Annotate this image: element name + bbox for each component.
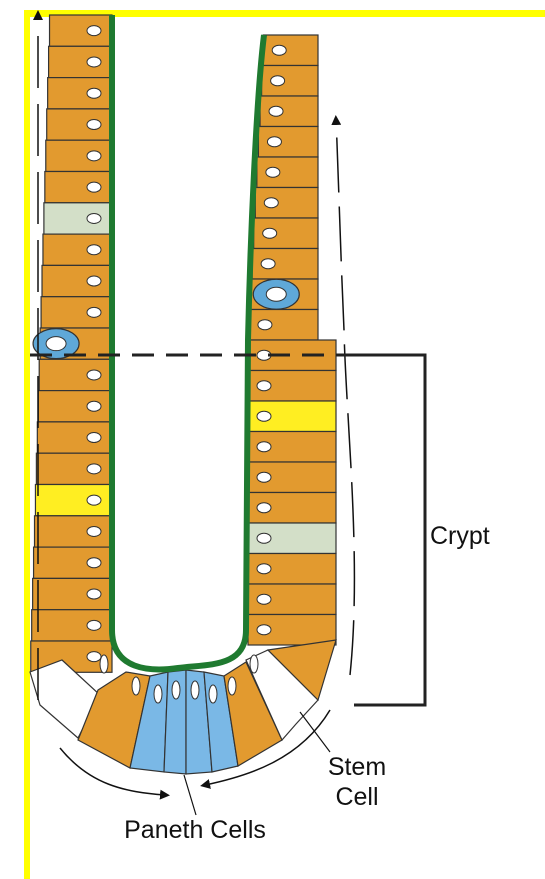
- paneth-granule: [191, 681, 199, 699]
- cell-nucleus: [87, 182, 101, 192]
- tuft-cell: [44, 203, 112, 234]
- paneth-pointer-line: [184, 775, 196, 815]
- cell-nucleus: [257, 411, 271, 421]
- cell-nucleus: [87, 464, 101, 474]
- stem-label-line1: Stem: [312, 752, 402, 782]
- cell-nucleus: [87, 526, 101, 536]
- right-cell-column: [248, 35, 336, 645]
- left-cell-column: [31, 15, 112, 672]
- stem-cell-label: Stem Cell: [312, 752, 402, 812]
- cell-nucleus: [257, 533, 271, 543]
- cell-nucleus: [257, 442, 271, 452]
- cell-nucleus: [87, 652, 101, 662]
- cell-nucleus: [87, 57, 101, 67]
- enterocyte-cell: [49, 46, 112, 77]
- paneth-granule: [132, 677, 140, 695]
- cell-nucleus: [87, 307, 101, 317]
- cell-nucleus: [266, 167, 280, 177]
- cell-nucleus: [257, 472, 271, 482]
- paneth-cells-label: Paneth Cells: [95, 815, 295, 845]
- cell-nucleus: [261, 259, 275, 269]
- cell-nucleus: [87, 495, 101, 505]
- paneth-granule: [172, 681, 180, 699]
- paneth-granule: [228, 677, 236, 695]
- enterocyte-cell: [50, 15, 112, 46]
- crypt-label: Crypt: [430, 521, 530, 551]
- cell-nucleus: [257, 381, 271, 391]
- stem-label-line2: Cell: [312, 782, 402, 812]
- goblet-cell-nucleus: [266, 287, 286, 301]
- right-upward-arrow: [336, 120, 354, 675]
- crypt-bracket-line: [352, 355, 425, 705]
- lumen-lining: [112, 15, 264, 669]
- paneth-granule: [250, 655, 258, 673]
- enterocyte-cell: [46, 140, 112, 171]
- cell-nucleus: [263, 228, 277, 238]
- cell-nucleus: [267, 137, 281, 147]
- cell-nucleus: [87, 151, 101, 161]
- enterocyte-cell: [263, 35, 318, 66]
- cell-nucleus: [269, 106, 283, 116]
- paneth-granule: [209, 685, 217, 703]
- enterocyte-cell: [45, 172, 112, 203]
- cell-nucleus: [258, 320, 272, 330]
- paneth-granule: [100, 655, 108, 673]
- enterocyte-cell: [43, 234, 112, 265]
- enterocyte-cell: [262, 66, 318, 97]
- cell-nucleus: [87, 433, 101, 443]
- cell-nucleus: [87, 620, 101, 630]
- cell-nucleus: [87, 26, 101, 36]
- cell-nucleus: [87, 370, 101, 380]
- cell-nucleus: [264, 198, 278, 208]
- cell-nucleus: [87, 88, 101, 98]
- cell-nucleus: [87, 120, 101, 130]
- enterocyte-cell: [48, 78, 112, 109]
- cell-nucleus: [257, 564, 271, 574]
- cell-nucleus: [257, 625, 271, 635]
- cell-nucleus: [272, 45, 286, 55]
- cell-nucleus: [257, 503, 271, 513]
- cell-nucleus: [87, 276, 101, 286]
- cell-nucleus: [87, 558, 101, 568]
- cell-nucleus: [87, 245, 101, 255]
- paneth-granule: [154, 685, 162, 703]
- cell-nucleus: [257, 594, 271, 604]
- cell-nucleus: [271, 76, 285, 86]
- enterocyte-cell: [42, 265, 112, 296]
- enterocyte-cell: [47, 109, 112, 140]
- goblet-cell-nucleus: [46, 337, 66, 351]
- cell-nucleus: [87, 589, 101, 599]
- cell-nucleus: [87, 401, 101, 411]
- cell-nucleus: [87, 213, 101, 223]
